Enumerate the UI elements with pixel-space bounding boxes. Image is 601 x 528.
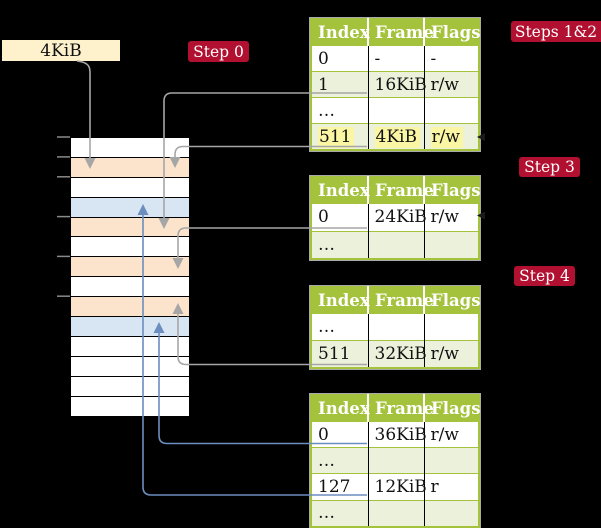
memory-frame-row bbox=[71, 396, 189, 417]
table-row: 0 - - bbox=[311, 45, 479, 72]
badge-step-4: Step 4 bbox=[514, 266, 575, 286]
table-cell: … bbox=[311, 447, 369, 474]
table-row: … bbox=[311, 97, 479, 124]
badge-steps-1-2: Steps 1&2 bbox=[511, 21, 601, 42]
table-cell: 32KiB bbox=[368, 340, 427, 368]
table-cell bbox=[424, 447, 479, 474]
memory-frame-row bbox=[71, 336, 189, 357]
table-row: 0 36KiB r/w bbox=[311, 420, 479, 448]
table-cell bbox=[368, 499, 425, 527]
table-row: … bbox=[311, 499, 479, 527]
memory-frame-row bbox=[71, 177, 189, 198]
memory-tick-marks bbox=[57, 136, 70, 297]
table-cell: 0 bbox=[311, 203, 369, 231]
memory-frame-row bbox=[71, 217, 189, 238]
memory-frame-row bbox=[71, 257, 189, 278]
badge-step-3-label: Step 3 bbox=[524, 158, 575, 176]
table-cell: … bbox=[311, 313, 369, 341]
col-header-frame: Frame bbox=[368, 395, 434, 422]
table-cell bbox=[368, 97, 425, 124]
col-header-index: Index bbox=[311, 19, 370, 46]
memory-frame-row bbox=[71, 157, 189, 178]
table-cell: 36KiB bbox=[368, 420, 427, 448]
table-cell: 16KiB bbox=[368, 71, 427, 98]
memory-frame-row bbox=[71, 297, 189, 318]
table-cell: 127 bbox=[311, 473, 369, 501]
table-cell: 511 bbox=[311, 123, 369, 150]
page-table-step-4: Index Frame Flags … 511 32KiB r/w bbox=[310, 286, 481, 369]
col-header-frame: Frame bbox=[368, 19, 434, 46]
table-cell: … bbox=[311, 97, 369, 124]
memory-frame-row bbox=[71, 197, 189, 218]
table-row-highlighted: 511 4KiB r/w bbox=[311, 123, 479, 150]
table-cell bbox=[424, 97, 479, 124]
col-header-index: Index bbox=[311, 177, 370, 204]
table-cell bbox=[368, 447, 425, 474]
table-cell: - bbox=[424, 45, 479, 72]
col-header-flags: Flags bbox=[424, 19, 481, 46]
memory-frame-row bbox=[71, 237, 189, 258]
memory-frame-row bbox=[71, 376, 189, 397]
highlighted-value: 511 bbox=[318, 126, 355, 148]
page-table-step-3: Index Frame Flags 0 24KiB r/w … bbox=[310, 176, 481, 260]
page-size-label: 4KiB bbox=[40, 40, 82, 61]
col-header-flags: Flags bbox=[424, 395, 481, 422]
table-cell: r/w bbox=[424, 203, 479, 231]
table-row: 0 24KiB r/w bbox=[311, 203, 479, 231]
page-table-steps-1-2: Index Frame Flags 0 - - 1 16KiB r/w … bbox=[310, 18, 481, 151]
table-cell bbox=[424, 230, 479, 259]
col-header-flags: Flags bbox=[424, 177, 481, 204]
table-row: 1 16KiB r/w bbox=[311, 71, 479, 98]
table-cell: 0 bbox=[311, 45, 369, 72]
table-cell: 12KiB bbox=[368, 473, 427, 501]
table-cell: r/w bbox=[424, 340, 479, 368]
page-size-label-box: 4KiB bbox=[2, 40, 120, 61]
col-header-frame: Frame bbox=[368, 177, 434, 204]
col-header-index: Index bbox=[311, 395, 370, 422]
table-header-row: Index Frame Flags bbox=[311, 287, 481, 314]
table-cell: r/w bbox=[424, 71, 479, 98]
physical-memory-column bbox=[70, 137, 190, 417]
memory-frame-row bbox=[71, 317, 189, 337]
table-cell: r/w bbox=[424, 420, 479, 448]
table-cell bbox=[368, 313, 425, 341]
table-cell: r/w bbox=[424, 123, 479, 150]
table-cell: 0 bbox=[311, 420, 369, 448]
highlighted-value: r/w bbox=[430, 126, 463, 148]
table-header-row: Index Frame Flags bbox=[311, 177, 481, 204]
badge-steps-1-2-label: Steps 1&2 bbox=[514, 22, 598, 41]
table-cell bbox=[424, 499, 479, 527]
table-row: … bbox=[311, 313, 479, 341]
col-header-frame: Frame bbox=[368, 287, 434, 314]
col-header-flags: Flags bbox=[424, 287, 481, 314]
badge-step-0: Step 0 bbox=[188, 41, 249, 62]
highlighted-value: 4KiB bbox=[374, 126, 420, 148]
table-row: … bbox=[311, 230, 479, 259]
memory-frame-row bbox=[71, 138, 189, 158]
badge-step-0-label: Step 0 bbox=[193, 42, 244, 61]
badge-step-3: Step 3 bbox=[519, 157, 580, 177]
col-header-index: Index bbox=[311, 287, 370, 314]
table-cell: 4KiB bbox=[368, 123, 425, 150]
memory-frame-row bbox=[71, 277, 189, 298]
table-row: … bbox=[311, 447, 479, 474]
table-row: 511 32KiB r/w bbox=[311, 340, 479, 368]
table-row: 127 12KiB r bbox=[311, 473, 479, 501]
table-cell: … bbox=[311, 499, 369, 527]
table-cell: 24KiB bbox=[368, 203, 427, 231]
table-cell: 511 bbox=[311, 340, 369, 368]
memory-frame-row bbox=[71, 356, 189, 377]
badge-step-4-label: Step 4 bbox=[519, 267, 570, 285]
table-cell: 1 bbox=[311, 71, 369, 98]
table-cell: - bbox=[368, 45, 425, 72]
table-cell bbox=[424, 313, 479, 341]
table-cell bbox=[368, 230, 425, 259]
table-header-row: Index Frame Flags bbox=[311, 395, 481, 422]
page-table-final-level: Index Frame Flags 0 36KiB r/w … 127 12Ki… bbox=[310, 394, 481, 528]
table-cell: r bbox=[424, 473, 479, 501]
table-cell: … bbox=[311, 230, 369, 259]
table-header-row: Index Frame Flags bbox=[311, 19, 481, 46]
